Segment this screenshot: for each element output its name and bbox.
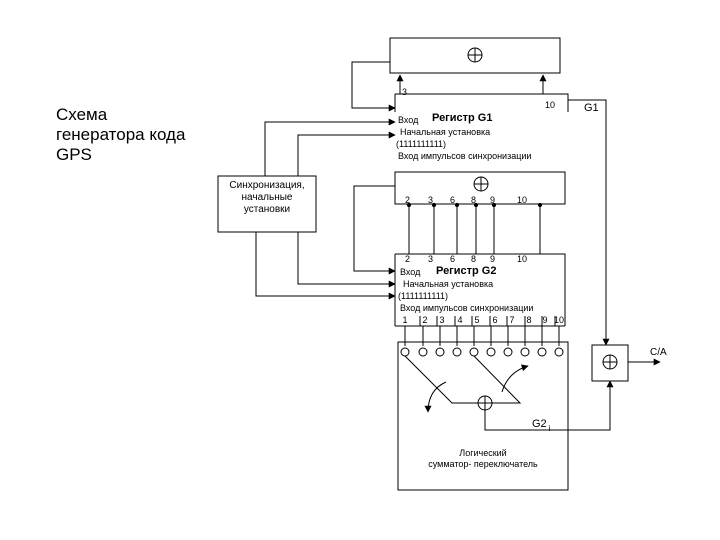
g2-adder-box bbox=[394, 171, 566, 205]
g2-adder-tap: 10 bbox=[517, 195, 528, 205]
selector-line-2: сумматор- переключатель bbox=[428, 459, 538, 469]
g2-cell-number: 8 bbox=[526, 315, 532, 325]
g2-feedback-line bbox=[353, 185, 396, 275]
g2-cell-number: 5 bbox=[474, 315, 480, 325]
g1-output-label: G1 bbox=[584, 102, 599, 114]
selector-line-1: Логический bbox=[459, 448, 507, 458]
g2-adder-tap: 9 bbox=[490, 195, 496, 205]
ca-adder-box bbox=[591, 344, 629, 382]
ca-output-label: C/A bbox=[650, 347, 667, 358]
g1-adder-box bbox=[389, 37, 561, 74]
g2-cell-number: 2 bbox=[422, 315, 428, 325]
g2-init-value: (1111111111) bbox=[398, 291, 449, 301]
title-line-1: Схема bbox=[56, 105, 108, 124]
g1-tap10-label: 10 bbox=[545, 100, 556, 110]
g2-cell-dividers bbox=[419, 316, 556, 326]
g2-cell-connectors bbox=[404, 326, 560, 346]
selector-label: Логический сумматор- переключатель bbox=[398, 448, 568, 470]
g2-cell-number: 9 bbox=[542, 315, 548, 325]
g2-register-frame bbox=[395, 253, 566, 326]
sync-to-g2-clock bbox=[255, 232, 396, 300]
sync-to-g2-init bbox=[297, 232, 396, 288]
g2-tap: 9 bbox=[490, 254, 496, 264]
g2-adder-tap: 2 bbox=[405, 195, 411, 205]
g2-tap: 6 bbox=[450, 254, 456, 264]
selector-output-suffix: i bbox=[548, 424, 551, 433]
g2-tap: 10 bbox=[517, 254, 528, 264]
g2-adder-tap: 6 bbox=[450, 195, 456, 205]
g2-tap: 8 bbox=[471, 254, 477, 264]
g1-register-frame bbox=[395, 93, 569, 112]
selector-nodes bbox=[400, 347, 564, 357]
sync-to-g1-clock bbox=[297, 131, 396, 176]
selector-xor-icon bbox=[477, 395, 493, 411]
title-line-3: GPS bbox=[56, 145, 92, 164]
g1-input-label: Вход bbox=[398, 115, 419, 125]
sync-line-1: Синхронизация, bbox=[229, 180, 305, 191]
ca-xor-icon bbox=[602, 354, 618, 370]
diagram-title: Схема генератора кода GPS bbox=[56, 105, 206, 165]
selector-output-name: G2 bbox=[532, 418, 547, 430]
g2-cell-number: 10 bbox=[553, 315, 564, 325]
g2-adder-tap: 8 bbox=[471, 195, 477, 205]
g2-cell-number: 4 bbox=[457, 315, 463, 325]
g1-output-line bbox=[568, 99, 610, 346]
g2-input-label: Вход bbox=[400, 267, 421, 277]
g1-init-label: Начальная установка bbox=[400, 127, 491, 137]
sync-box bbox=[217, 175, 317, 233]
g2-tap: 2 bbox=[405, 254, 411, 264]
g2-tap-lines bbox=[406, 202, 543, 254]
g2-cell-number: 3 bbox=[439, 315, 445, 325]
g1-clock-label: Вход импульсов синхронизации bbox=[398, 151, 532, 161]
sync-to-g1-init bbox=[264, 118, 396, 176]
g1-xor-icon bbox=[467, 47, 483, 63]
sync-box-label: Синхронизация, начальные установки bbox=[218, 180, 316, 216]
g2-cell-number: 7 bbox=[509, 315, 515, 325]
g1-register-name: Регистр G1 bbox=[432, 112, 493, 124]
g1-feedback-line bbox=[351, 61, 396, 112]
selector-switches bbox=[404, 355, 529, 413]
g2-tap: 3 bbox=[428, 254, 434, 264]
g2-cell-number: 1 bbox=[402, 315, 408, 325]
g2-cell-number: 6 bbox=[492, 315, 498, 325]
sync-line-3: установки bbox=[243, 204, 291, 215]
sync-line-2: начальные bbox=[241, 192, 293, 203]
g1-init-value: (1111111111) bbox=[396, 139, 447, 149]
title-line-2: генератора кода bbox=[56, 125, 186, 144]
g2-init-label: Начальная установка bbox=[403, 279, 494, 289]
g2-register-name: Регистр G2 bbox=[436, 265, 497, 277]
selector-output-line bbox=[484, 380, 614, 431]
g1-tap3-label: 3 bbox=[402, 87, 408, 97]
g2-clock-label: Вход импульсов синхронизации bbox=[400, 303, 534, 313]
g2-xor-icon bbox=[473, 176, 489, 192]
selector-box bbox=[397, 341, 569, 491]
g2-adder-tap: 3 bbox=[428, 195, 434, 205]
